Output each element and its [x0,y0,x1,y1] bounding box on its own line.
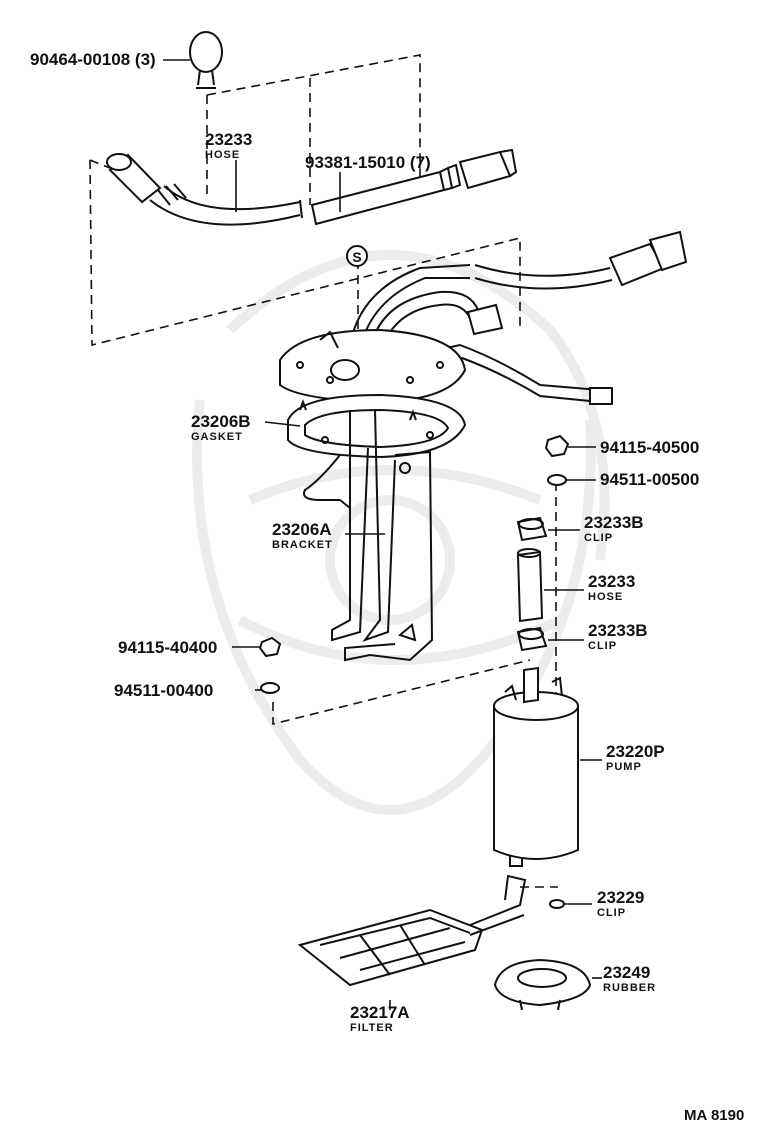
svg-text:23206B: 23206B [191,412,251,431]
callout-label-94511-00500: 94511-00500 [600,470,699,489]
rubber-part [493,958,592,1011]
svg-text:94115-40400: 94115-40400 [118,638,217,657]
callout-label-23233b-clip-lower: 23233B CLIP [588,621,648,652]
callout-label-94115-40500: 94115-40500 [600,438,699,457]
clip-upper-part [516,516,548,542]
ring-clamp-part [189,31,223,89]
filter-part [297,874,527,987]
watermark-emblem [192,250,610,815]
svg-text:S: S [352,249,361,265]
callout-label-23206a-bracket: 23206A BRACKET [272,520,333,551]
upper-hose-part [106,148,518,226]
svg-text:94115-40500: 94115-40500 [600,438,699,457]
svg-text:23217A: 23217A [350,1003,410,1022]
svg-text:CLIP: CLIP [584,532,613,544]
svg-text:90464-00108 (3): 90464-00108 (3) [30,50,156,69]
nut-94115-40400 [258,636,282,658]
callout-label-90464-00108: 90464-00108 (3) [30,50,156,69]
clip-23229-part [549,899,565,909]
svg-text:94511-00500: 94511-00500 [600,470,699,489]
washer-94511-00500 [547,474,567,486]
svg-text:23249: 23249 [603,963,650,982]
svg-text:23233B: 23233B [584,513,644,532]
svg-text:23229: 23229 [597,888,644,907]
svg-text:23233: 23233 [205,130,252,149]
svg-text:CLIP: CLIP [597,907,626,919]
svg-text:23233B: 23233B [588,621,648,640]
callout-label-23206b-gasket: 23206B GASKET [191,412,251,443]
svg-text:23233: 23233 [588,572,635,591]
svg-text:93381-15010 (7): 93381-15010 (7) [305,153,431,172]
svg-text:MA 8190: MA 8190 [684,1107,744,1124]
svg-text:23220P: 23220P [606,742,665,761]
svg-text:CLIP: CLIP [588,640,617,652]
svg-text:RUBBER: RUBBER [603,982,656,994]
pump-top-plate-assembly [279,230,688,405]
svg-text:GASKET: GASKET [191,431,243,443]
svg-text:HOSE: HOSE [205,149,240,161]
callout-label-23233-hose-lower: 23233 HOSE [588,572,635,603]
callout-label-23217a-filter: 23217A FILTER [350,1003,410,1034]
svg-text:94511-00400: 94511-00400 [114,681,213,700]
callout-label-23233b-clip-upper: 23233B CLIP [584,513,644,544]
callout-label-23220p-pump: 23220P PUMP [606,742,665,773]
svg-text:HOSE: HOSE [588,591,623,603]
svg-text:BRACKET: BRACKET [272,539,333,551]
callout-label-23229-clip: 23229 CLIP [597,888,644,919]
nut-94115-40500 [544,434,570,458]
s-symbol-marker: S [346,245,368,267]
callout-label-23233-hose-upper: 23233 HOSE [205,130,252,161]
leader-lines [163,59,602,1010]
clip-lower-part [516,626,548,652]
washer-94511-00400 [260,682,280,694]
diagram-reference-code: MA 8190 [684,1107,744,1124]
callout-label-23249-rubber: 23249 RUBBER [603,963,656,994]
callout-label-94511-00400: 94511-00400 [114,681,213,700]
svg-text:PUMP: PUMP [606,761,642,773]
bracket-part [299,399,434,662]
callout-label-94115-40400: 94115-40400 [118,638,217,657]
callout-label-93381-15010: 93381-15010 (7) [305,153,431,172]
fuel-pump-part [493,666,579,867]
short-hose-part [516,548,544,623]
svg-text:23206A: 23206A [272,520,332,539]
svg-text:FILTER: FILTER [350,1022,394,1034]
assembly-dashed-lines [89,54,558,888]
